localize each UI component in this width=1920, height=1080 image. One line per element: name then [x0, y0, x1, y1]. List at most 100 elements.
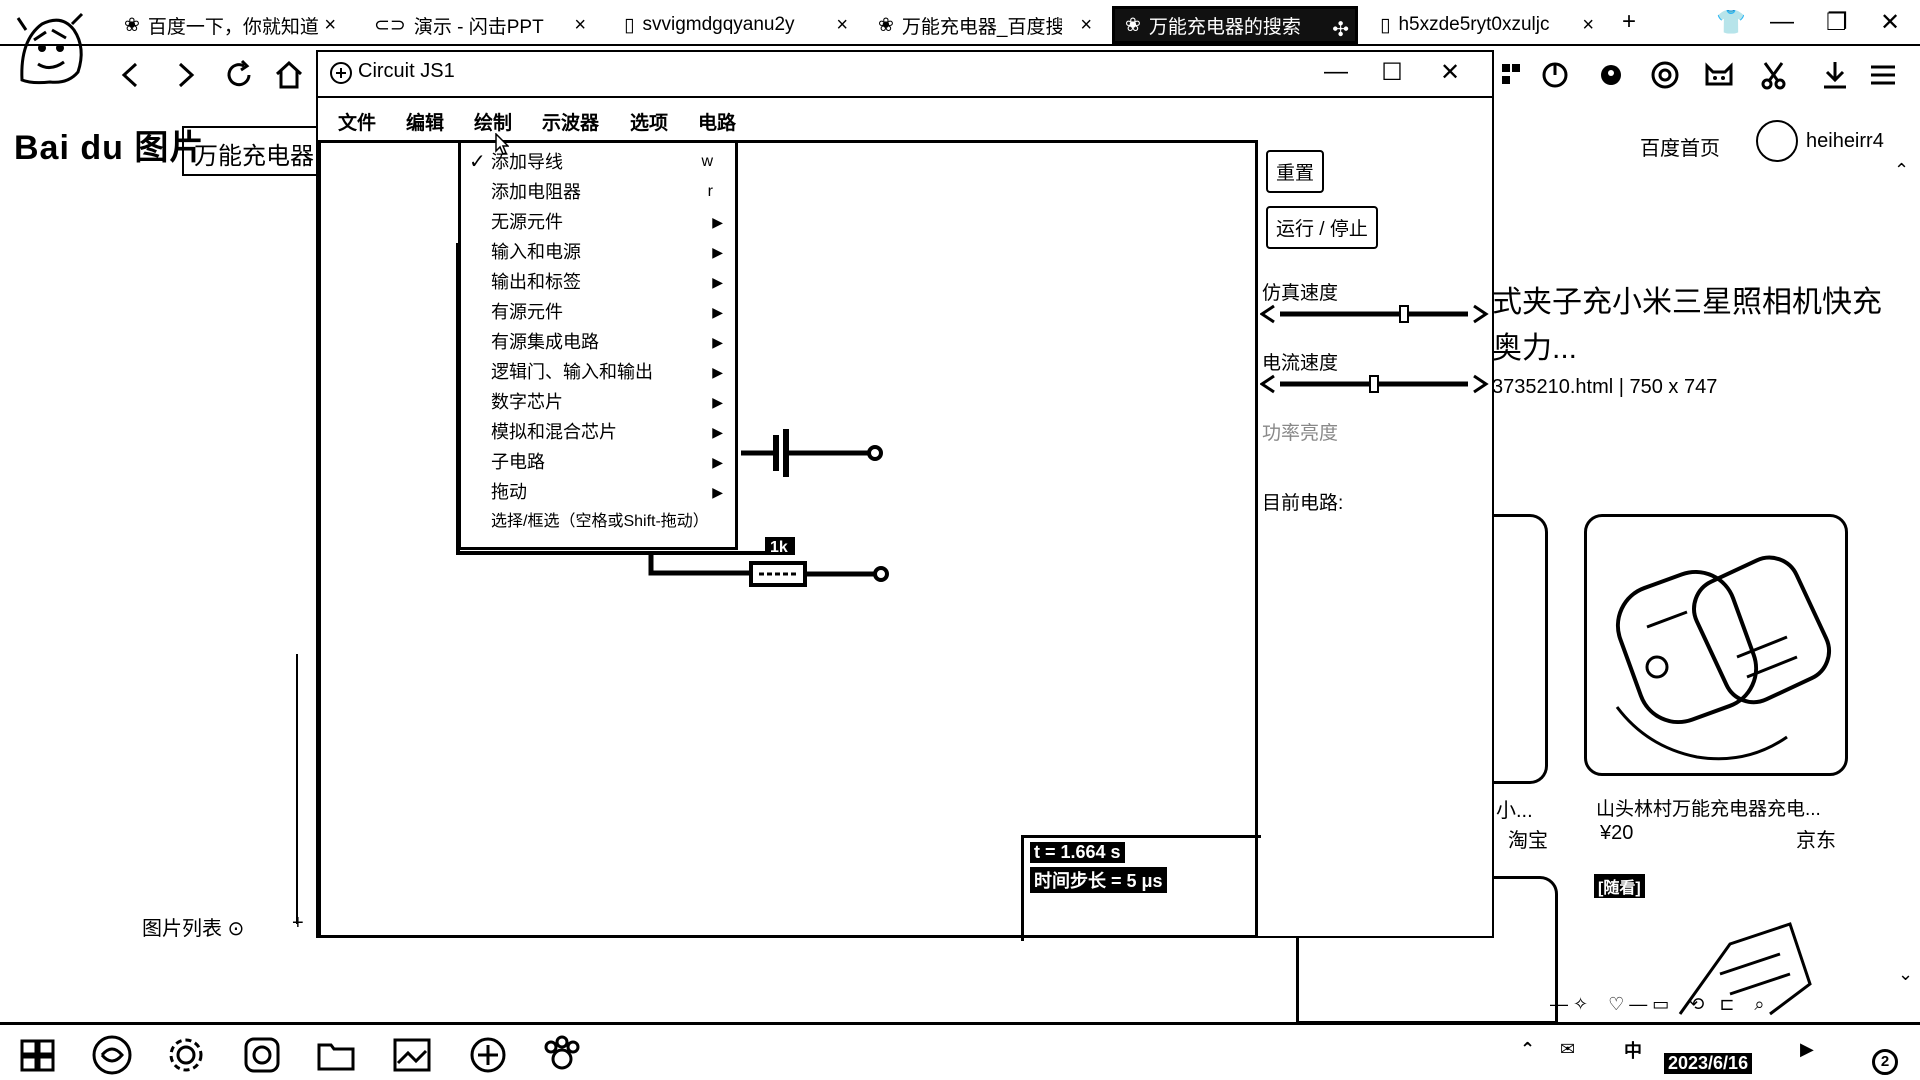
- windows-start-icon[interactable]: [16, 1033, 60, 1077]
- shield-icon[interactable]: [1594, 58, 1628, 92]
- menu-draw[interactable]: 绘制: [474, 113, 513, 134]
- new-tab-button[interactable]: +: [1622, 8, 1637, 35]
- assistant-app-icon[interactable]: [240, 1033, 284, 1077]
- menu-scope[interactable]: 示波器: [542, 113, 600, 134]
- game-icon[interactable]: [1538, 58, 1572, 92]
- circuitjs-app-icon[interactable]: [466, 1033, 510, 1077]
- notification-badge[interactable]: 2: [1872, 1049, 1898, 1075]
- paw-icon: ❀: [1125, 14, 1141, 36]
- minimize-icon[interactable]: —: [1770, 8, 1794, 35]
- tab-doc-2[interactable]: ▯ h5xzde5ryt0xzuljc ×: [1380, 14, 1594, 36]
- media-icon[interactable]: ▶: [1800, 1039, 1814, 1059]
- close-tab-icon[interactable]: ×: [574, 14, 586, 36]
- tab-baidu-search[interactable]: ❀ 万能充电器_百度搜 ×: [878, 14, 1092, 38]
- download-icon[interactable]: [1818, 58, 1852, 92]
- close-tab-icon[interactable]: ×: [324, 14, 336, 36]
- close-icon[interactable]: ✕: [1880, 9, 1901, 36]
- chatgpt-icon[interactable]: [1648, 58, 1682, 92]
- submenu-arrow-icon: ▶: [712, 334, 723, 350]
- ime-indicator[interactable]: 中: [1624, 1041, 1642, 1061]
- paw-app-icon[interactable]: [540, 1033, 584, 1077]
- tab-baidu-home[interactable]: ❀ 百度一下，你就知道 ×: [124, 14, 336, 38]
- menu-item-passive[interactable]: 无源元件 ▶: [461, 207, 735, 237]
- search-input[interactable]: 万能充电器: [182, 126, 322, 176]
- menu-file[interactable]: 文件: [338, 113, 377, 134]
- sim-speed-slider[interactable]: [1260, 302, 1490, 326]
- baidu-home-link[interactable]: 百度首页: [1640, 138, 1720, 160]
- menu-options[interactable]: 选项: [630, 113, 669, 134]
- result-thumbnail[interactable]: [1488, 514, 1548, 784]
- tab-ppt[interactable]: ⊂⊃ 演示 - 闪击PPT ×: [374, 14, 586, 38]
- forward-icon[interactable]: [168, 58, 202, 92]
- browser-toolbar: [0, 48, 1920, 102]
- floating-toolbar[interactable]: — ✧ ♡ — ▭ ⟲ ⊏ ⌕: [1550, 994, 1765, 1014]
- apps-grid-icon[interactable]: [1498, 58, 1532, 92]
- taskbar: ⌃ ✉ 中 2023/6/16 ▶ 2: [0, 1022, 1920, 1080]
- reload-icon[interactable]: [222, 58, 256, 92]
- shirt-icon[interactable]: 👕: [1716, 9, 1746, 36]
- browser-tab-strip: ❀ 百度一下，你就知道 × ⊂⊃ 演示 - 闪击PPT × ▯ svvigmdg…: [0, 0, 1920, 85]
- run-stop-button[interactable]: 运行 / 停止: [1266, 206, 1378, 249]
- menu-item-analog-mixed[interactable]: 模拟和混合芯片 ▶: [461, 417, 735, 447]
- menu-item-active[interactable]: 有源元件 ▶: [461, 297, 735, 327]
- audio-icon[interactable]: ✣: [1332, 19, 1349, 41]
- result-thumbnail[interactable]: [1590, 904, 1850, 1024]
- wechat-tray-icon[interactable]: ✉: [1560, 1039, 1576, 1059]
- settings-gear-icon[interactable]: [164, 1033, 208, 1077]
- menu-icon[interactable]: [1866, 58, 1900, 92]
- maximize-icon[interactable]: ☐: [1381, 59, 1403, 86]
- submenu-arrow-icon: ▶: [712, 274, 723, 290]
- menu-item-drag[interactable]: 拖动 ▶: [461, 477, 735, 507]
- restore-icon[interactable]: ❐: [1826, 9, 1848, 36]
- image-list-label[interactable]: 图片列表 ⊙: [142, 918, 245, 940]
- username[interactable]: heiheirr4: [1806, 130, 1884, 152]
- card-caption[interactable]: 小...: [1496, 800, 1533, 822]
- submenu-arrow-icon: ▶: [712, 394, 723, 410]
- tab-doc-1[interactable]: ▯ svvigmdgqyanu2y ×: [624, 14, 848, 36]
- scroll-down-icon[interactable]: ⌄: [1898, 964, 1914, 984]
- image-viewer-icon[interactable]: [390, 1033, 434, 1077]
- close-icon[interactable]: ✕: [1439, 59, 1461, 86]
- close-tab-icon[interactable]: ×: [1582, 14, 1594, 36]
- menu-circuit[interactable]: 电路: [698, 113, 737, 134]
- menu-item-subcircuits[interactable]: 子电路 ▶: [461, 447, 735, 477]
- minimize-icon[interactable]: —: [1324, 58, 1348, 85]
- menu-item-digital-chips[interactable]: 数字芯片 ▶: [461, 387, 735, 417]
- tab-active-search[interactable]: ❀ 万能充电器的搜索 ✣: [1112, 6, 1358, 44]
- tray-chevron-icon[interactable]: ⌃: [1520, 1039, 1536, 1059]
- card-price: ¥20: [1600, 822, 1634, 844]
- current-speed-slider[interactable]: [1260, 372, 1490, 396]
- back-icon[interactable]: [114, 58, 148, 92]
- charger-thumbnail[interactable]: [1584, 514, 1848, 776]
- menu-item-add-resistor[interactable]: 添加电阻器 r: [491, 182, 713, 202]
- menu-item-logic-gates[interactable]: 逻辑门、输入和输出 ▶: [461, 357, 735, 387]
- cat-icon[interactable]: [1702, 58, 1736, 92]
- close-tab-icon[interactable]: ×: [836, 14, 848, 36]
- avatar[interactable]: [1756, 120, 1798, 162]
- file-explorer-icon[interactable]: [314, 1033, 358, 1077]
- close-tab-icon[interactable]: ×: [1080, 14, 1092, 36]
- menu-edit[interactable]: 编辑: [406, 113, 445, 134]
- submenu-arrow-icon: ▶: [712, 244, 723, 260]
- menu-item-select[interactable]: 选择/框选（空格或Shift-拖动）: [491, 513, 709, 530]
- home-icon[interactable]: [272, 58, 306, 92]
- menu-item-outputs-labels[interactable]: 输出和标签 ▶: [461, 267, 735, 297]
- card-caption[interactable]: 山头林村万能充电器充电...: [1596, 799, 1821, 820]
- time-value: t = 1.664 s: [1030, 842, 1125, 863]
- menu-item-add-wire[interactable]: ✓ 添加导线 w: [461, 147, 735, 177]
- scroll-up-icon[interactable]: ⌃: [1894, 160, 1910, 180]
- menu-item-inputs-sources[interactable]: 输入和电源 ▶: [461, 237, 735, 267]
- result-title[interactable]: 式夹子充小米三星照相机快充 奥力...: [1492, 286, 1882, 365]
- baidu-logo[interactable]: Bai du 图片: [14, 129, 205, 167]
- system-date[interactable]: 2023/6/16: [1664, 1053, 1753, 1074]
- scissors-icon[interactable]: [1758, 58, 1792, 92]
- browser-app-icon[interactable]: [90, 1033, 134, 1077]
- paw-icon: ❀: [878, 14, 894, 36]
- doc-icon: ▯: [1380, 14, 1391, 36]
- current-speed-label: 电流速度: [1262, 353, 1339, 374]
- menu-item-active-ic[interactable]: 有源集成电路 ▶: [461, 327, 735, 357]
- window-titlebar[interactable]: Circuit JS1 — ☐ ✕: [318, 52, 1492, 94]
- submenu-arrow-icon: ▶: [712, 214, 723, 230]
- reset-button[interactable]: 重置: [1266, 150, 1325, 193]
- submenu-arrow-icon: ▶: [712, 454, 723, 470]
